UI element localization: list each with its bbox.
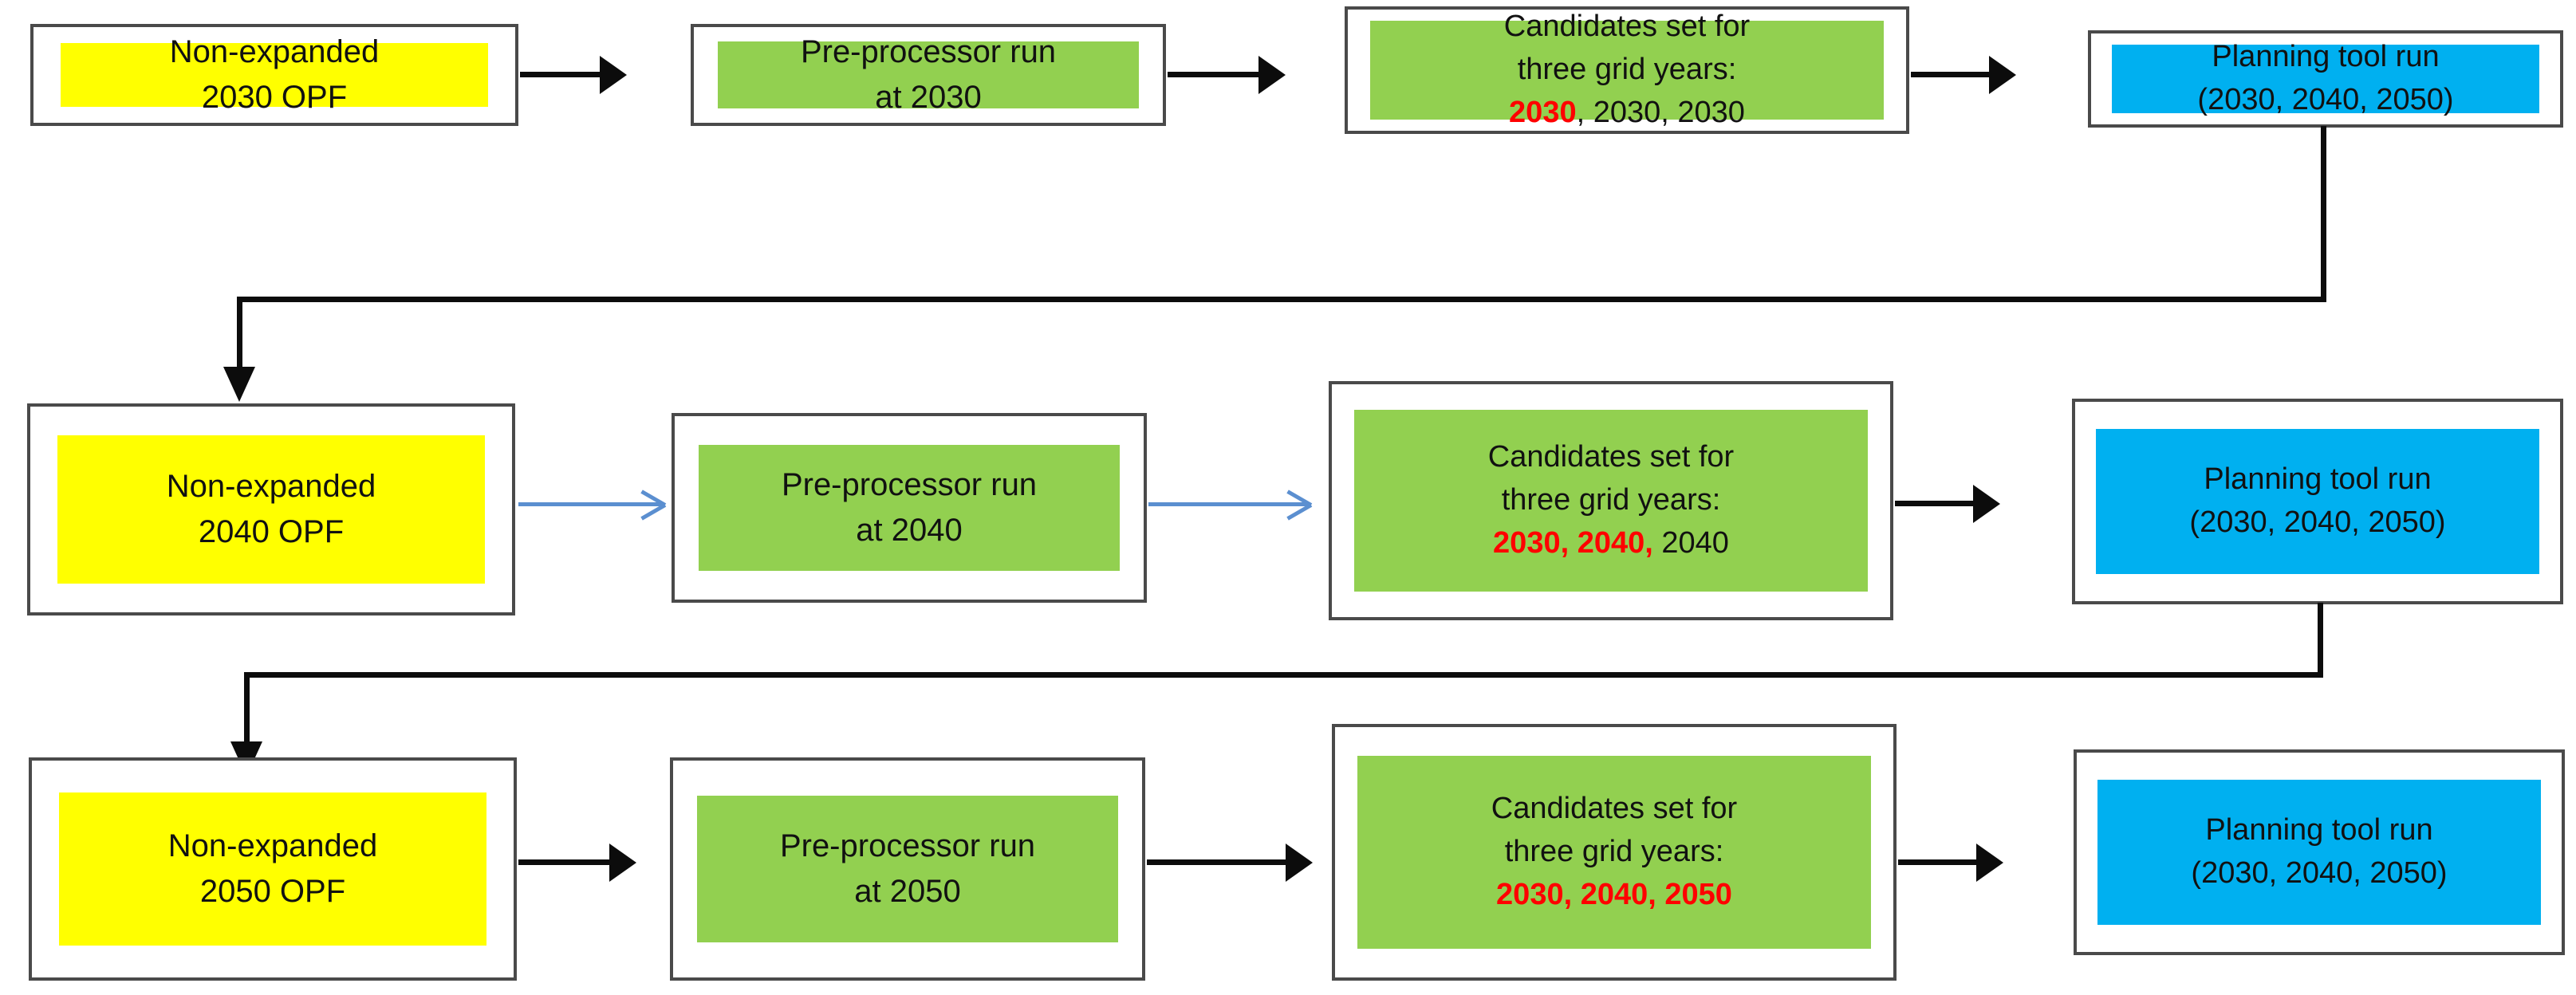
opf-label-line2: 2040 OPF — [198, 514, 345, 549]
node-preprocessor-2030[interactable]: Pre-processor run at 2030 — [691, 24, 1166, 126]
preprocessor-fill-2050: Pre-processor run at 2050 — [697, 796, 1118, 942]
arrow-head-candidates-to-planning-2050 — [1976, 844, 2003, 882]
planning-label-line1: Planning tool run — [2212, 40, 2440, 74]
year-sep-1: , — [1563, 877, 1581, 911]
arrow-line-candidates-to-planning-2050 — [1898, 859, 1981, 865]
year-sep-2: , — [1648, 877, 1665, 911]
opf-label-line1: Non-expanded — [167, 828, 378, 864]
arrow-head-opf-to-pre-2030 — [600, 56, 627, 94]
year-sep-1: , — [1560, 525, 1578, 560]
feedback-1-vertical-up-to-node — [237, 297, 242, 384]
feedback-1-vertical-down — [2321, 126, 2326, 301]
node-preprocessor-2040[interactable]: Pre-processor run at 2040 — [672, 413, 1147, 603]
arrow-head-opf-to-pre-2050 — [609, 844, 636, 882]
node-opf-2050[interactable]: Non-expanded 2050 OPF — [29, 757, 517, 981]
arrow-head-candidates-to-planning-2040 — [1973, 485, 2000, 523]
candidates-fill-2040: Candidates set for three grid years: 203… — [1354, 410, 1868, 592]
planning-fill-2030: Planning tool run (2030, 2040, 2050) — [2112, 40, 2539, 116]
planning-label-line2: (2030, 2040, 2050) — [2197, 83, 2454, 116]
candidates-fill-2050: Candidates set for three grid years: 203… — [1357, 756, 1871, 949]
candidates-label-line2: three grid years: — [1501, 483, 1721, 517]
opf-fill-2050: Non-expanded 2050 OPF — [59, 792, 486, 946]
candidates-label-line2: three grid years: — [1517, 53, 1737, 87]
candidates-label-line1: Candidates set for — [1503, 10, 1751, 44]
candidates-years-2030: 2030, 2030, 2030 — [1509, 92, 1745, 135]
arrow-line-pre-to-candidates-2050 — [1147, 859, 1290, 865]
preprocessor-label-line2: at 2030 — [875, 80, 982, 115]
planning-label-line2: (2030, 2040, 2050) — [2191, 856, 2448, 890]
arrow-head-pre-to-candidates-2050 — [1286, 844, 1313, 882]
candidate-year-2: 2040 — [1577, 525, 1645, 560]
candidate-year-1: 2030 — [1496, 877, 1564, 911]
arrow-line-pre-to-candidates-2030 — [1168, 72, 1263, 77]
candidates-label-line1: Candidates set for — [1491, 792, 1738, 826]
candidate-year-3: 2050 — [1664, 877, 1732, 911]
year-sep-2: , — [1644, 525, 1662, 560]
preprocessor-label-line1: Pre-processor run — [800, 34, 1057, 70]
planning-label-line1: Planning tool run — [2205, 813, 2433, 848]
preprocessor-fill-2040: Pre-processor run at 2040 — [699, 445, 1120, 571]
candidate-year-3: 2040 — [1661, 525, 1729, 560]
opf-fill-2030: Non-expanded 2030 OPF — [61, 34, 488, 115]
node-candidates-2030[interactable]: Candidates set for three grid years: 203… — [1345, 6, 1909, 134]
feedback-1-horizontal — [237, 297, 2326, 302]
candidates-label-line1: Candidates set for — [1487, 440, 1735, 474]
planning-fill-2040: Planning tool run (2030, 2040, 2050) — [2096, 429, 2539, 574]
node-planning-2050[interactable]: Planning tool run (2030, 2040, 2050) — [2074, 749, 2565, 955]
node-planning-2030[interactable]: Planning tool run (2030, 2040, 2050) — [2088, 30, 2563, 128]
arrow-line-candidates-to-planning-2030 — [1911, 72, 1994, 77]
candidate-year-1: 2030 — [1509, 95, 1577, 129]
feedback-2-vertical-up-to-node — [244, 672, 250, 760]
candidate-year-1: 2030 — [1493, 525, 1561, 560]
feedback-2-horizontal — [244, 672, 2323, 678]
preprocessor-label-line1: Pre-processor run — [779, 828, 1036, 864]
arrow-line-candidates-to-planning-2040 — [1895, 501, 1978, 506]
node-candidates-2050[interactable]: Candidates set for three grid years: 203… — [1332, 724, 1897, 981]
preprocessor-label-line1: Pre-processor run — [781, 467, 1038, 503]
candidates-years-2040: 2030, 2040, 2040 — [1493, 522, 1729, 565]
node-opf-2040[interactable]: Non-expanded 2040 OPF — [27, 403, 515, 615]
candidate-year-2: 2030 — [1593, 95, 1661, 129]
preprocessor-label-line2: at 2040 — [856, 513, 963, 548]
preprocessor-label-line2: at 2050 — [854, 874, 961, 909]
candidate-year-2: 2040 — [1580, 877, 1648, 911]
candidates-fill-2030: Candidates set for three grid years: 203… — [1370, 10, 1884, 129]
opf-label-line1: Non-expanded — [166, 469, 376, 505]
opf-label-line2: 2030 OPF — [201, 80, 348, 115]
candidates-label-line2: three grid years: — [1504, 835, 1724, 869]
arrow-line-opf-to-pre-2030 — [520, 72, 605, 77]
planning-fill-2050: Planning tool run (2030, 2040, 2050) — [2097, 780, 2541, 925]
node-planning-2040[interactable]: Planning tool run (2030, 2040, 2050) — [2072, 399, 2563, 604]
arrow-head-candidates-to-planning-2030 — [1989, 56, 2016, 94]
opf-label-line1: Non-expanded — [169, 34, 380, 70]
feedback-2-vertical-down — [2318, 603, 2323, 676]
planning-label-line2: (2030, 2040, 2050) — [2189, 505, 2446, 539]
year-sep-2: , — [1660, 95, 1678, 129]
node-opf-2030[interactable]: Non-expanded 2030 OPF — [30, 24, 518, 126]
arrow-line-opf-to-pre-2050 — [518, 859, 614, 865]
year-sep-1: , — [1576, 95, 1593, 129]
planning-label-line1: Planning tool run — [2204, 462, 2432, 497]
candidate-year-3: 2030 — [1677, 95, 1745, 129]
node-preprocessor-2050[interactable]: Pre-processor run at 2050 — [670, 757, 1145, 981]
arrow-line-pre-to-candidates-2040 — [1148, 502, 1308, 506]
node-candidates-2040[interactable]: Candidates set for three grid years: 203… — [1329, 381, 1893, 620]
preprocessor-fill-2030: Pre-processor run at 2030 — [718, 34, 1139, 115]
arrow-head-pre-to-candidates-2030 — [1258, 56, 1286, 94]
feedback-1-arrow-head — [223, 367, 255, 402]
arrow-line-opf-to-pre-2040 — [518, 502, 662, 506]
opf-label-line2: 2050 OPF — [199, 874, 346, 909]
opf-fill-2040: Non-expanded 2040 OPF — [57, 435, 485, 584]
candidates-years-2050: 2030, 2040, 2050 — [1496, 874, 1732, 917]
